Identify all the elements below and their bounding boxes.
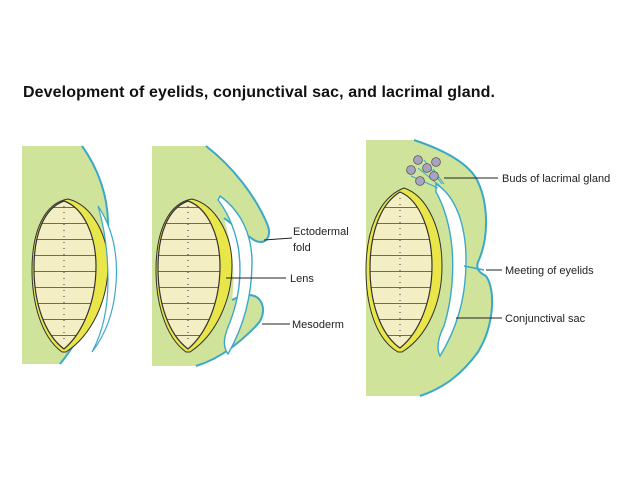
label-conjunctival-sac: Conjunctival sac <box>505 313 586 325</box>
stage-1 <box>22 145 118 365</box>
gland-bud <box>431 157 441 167</box>
label-ectodermal-fold-line2: fold <box>293 242 311 254</box>
conjunctival-space <box>217 194 253 356</box>
lens <box>33 200 97 350</box>
conjunctival-sac <box>435 182 467 358</box>
gland-bud <box>413 155 423 165</box>
label-mesoderm: Mesoderm <box>292 319 344 331</box>
gland-bud <box>406 165 416 175</box>
page-title: Development of eyelids, conjunctival sac… <box>23 84 496 101</box>
label-lens: Lens <box>290 273 314 285</box>
label-ectodermal-fold-line1: Ectodermal <box>293 226 349 238</box>
label-buds-of-lacrimal-gland: Buds of lacrimal gland <box>502 173 610 185</box>
eyelid-meeting-line <box>463 265 485 271</box>
lens <box>369 191 433 349</box>
lens-vesicle-cavity <box>91 205 118 353</box>
surface-ectoderm <box>413 139 494 397</box>
stage-3 <box>365 139 494 397</box>
stage-2 <box>152 145 270 367</box>
lacrimal-gland-buds <box>406 155 445 189</box>
gland-bud <box>422 163 432 173</box>
label-meeting-of-eyelids: Meeting of eyelids <box>505 265 594 277</box>
gland-bud <box>415 176 425 186</box>
gland-bud <box>429 171 439 181</box>
lens <box>157 200 221 350</box>
leader-lines <box>226 177 502 325</box>
